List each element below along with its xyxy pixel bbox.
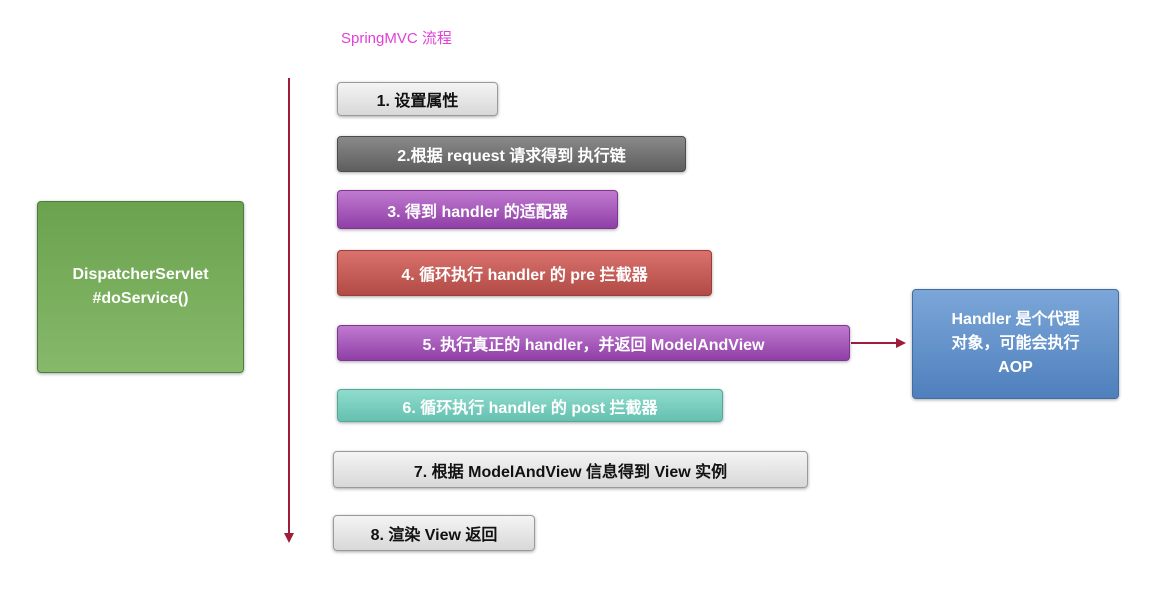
step-2-box: 2.根据 request 请求得到 执行链 [337,136,686,172]
diagram-title: SpringMVC 流程 [341,30,452,47]
step-6-box: 6. 循环执行 handler 的 post 拦截器 [337,389,723,422]
do-service-label: #doService() [92,290,189,307]
step-3-box: 3. 得到 handler 的适配器 [337,190,618,229]
step-5-box: 5. 执行真正的 handler，并返回 ModelAndView [337,325,850,361]
step-8-box: 8. 渲染 View 返回 [333,515,535,551]
handler-proxy-note: Handler 是个代理 对象，可能会执行 AOP [912,289,1119,399]
handler-note-line-1: Handler 是个代理 [951,311,1080,328]
dispatcher-servlet-box: DispatcherServlet #doService() [37,201,244,373]
step-7-box: 7. 根据 ModelAndView 信息得到 View 实例 [333,451,808,488]
dispatcher-servlet-label: DispatcherServlet [72,266,209,283]
step-1-box: 1. 设置属性 [337,82,498,116]
handler-note-line-2: 对象，可能会执行 [951,335,1080,352]
handler-note-line-3: AOP [998,359,1033,376]
step-4-box: 4. 循环执行 handler 的 pre 拦截器 [337,250,712,296]
